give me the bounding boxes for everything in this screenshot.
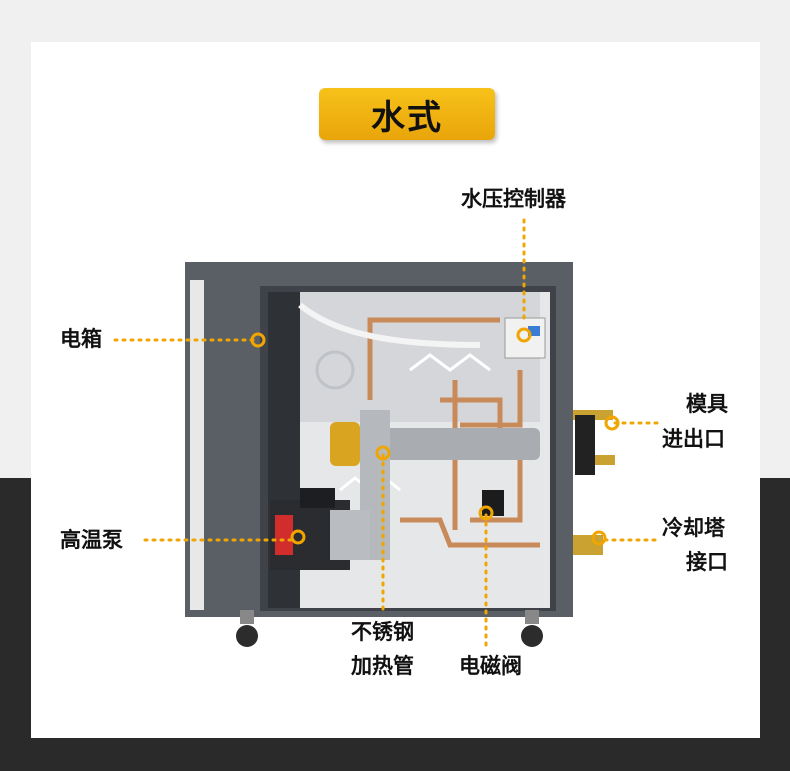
label-pump: 高温泵 xyxy=(60,528,123,552)
label-heater-line2: 加热管 xyxy=(351,654,414,678)
pressure-controller-body xyxy=(504,317,546,359)
casters xyxy=(236,610,543,647)
cooling-tower-port xyxy=(573,535,603,555)
label-solenoid-valve: 电磁阀 xyxy=(459,654,522,678)
label-pressure-controller: 水压控制器 xyxy=(461,187,566,211)
pump-head xyxy=(330,510,370,560)
cable xyxy=(298,302,481,348)
label-cooling-tower-line2: 接口 xyxy=(686,550,728,574)
callout-leaders xyxy=(113,218,662,652)
back-panel xyxy=(300,292,540,422)
arrow-decal xyxy=(409,353,491,372)
callout-markers xyxy=(250,327,620,546)
pump-terminal-box xyxy=(300,488,335,508)
heater-terminal-cap xyxy=(330,422,360,466)
label-heater-line1: 不锈钢 xyxy=(351,620,414,644)
label-mold-ports-line2: 进出口 xyxy=(662,427,725,451)
pressure-controller-badge xyxy=(528,326,540,336)
fan-decal xyxy=(315,350,355,390)
title-badge: 水式 xyxy=(319,88,495,140)
label-cooling-tower-line1: 冷却塔 xyxy=(662,516,725,540)
solenoid-valve-body xyxy=(482,490,504,516)
pump-label-plate xyxy=(275,515,293,555)
mold-ports xyxy=(573,410,615,475)
label-electric-box: 电箱 xyxy=(60,327,102,351)
electric-box-side-panel xyxy=(190,280,204,610)
label-mold-ports-line1: 模具 xyxy=(686,392,728,416)
